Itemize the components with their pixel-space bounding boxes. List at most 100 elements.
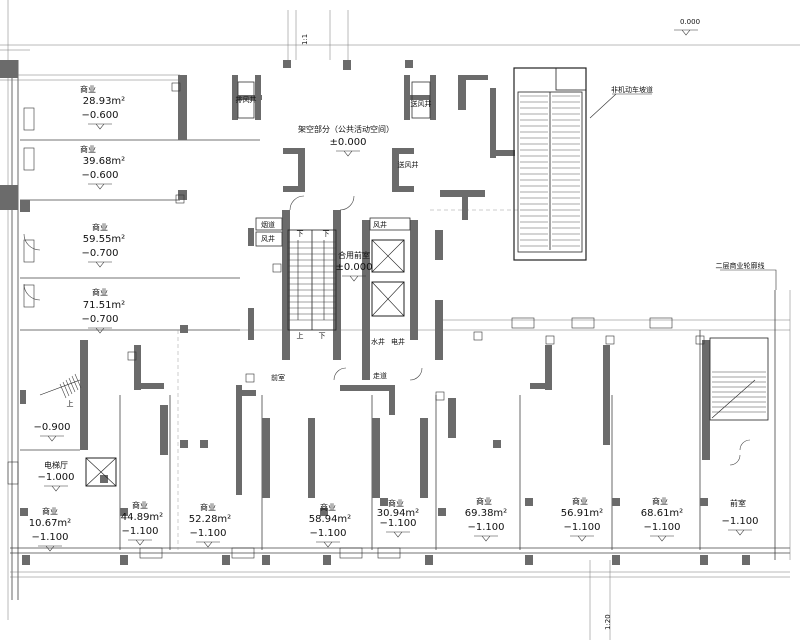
- room-4-area: 10.67m²: [29, 518, 71, 529]
- public-space-name: 架空部分（公共活动空间）: [298, 124, 394, 134]
- room-6-level: −1.100: [189, 528, 226, 539]
- room-2-level: −0.700: [81, 248, 118, 259]
- room-1-name: 商业: [80, 144, 96, 154]
- level-marker: [128, 539, 152, 546]
- east-stair: [709, 337, 769, 421]
- room-9-name: 商业: [476, 496, 492, 506]
- room-0-level: −0.600: [81, 110, 118, 121]
- elevator-hall-level: −1.000: [37, 472, 74, 483]
- room-10-level: −1.100: [563, 522, 600, 533]
- supply-shaft-label-1: 送风井: [411, 99, 432, 108]
- stair-mark-1: 下: [297, 230, 304, 238]
- room-10-area: 56.91m²: [561, 508, 603, 519]
- level-marker: [88, 123, 112, 130]
- level-marker: [674, 29, 698, 36]
- scale-top: 1:1: [301, 34, 309, 45]
- level-marker: [474, 535, 498, 542]
- level-marker: [38, 545, 62, 552]
- room-1-area: 39.68m²: [83, 156, 125, 167]
- room-1-level: −0.600: [81, 170, 118, 181]
- room-2-name: 商业: [92, 222, 108, 232]
- level-marker: [342, 275, 366, 282]
- scale-bottom: 1:20: [604, 614, 612, 630]
- pipe-well-label: 烟道: [261, 220, 275, 229]
- room-11-level: −1.100: [643, 522, 680, 533]
- central-stair: [287, 229, 337, 331]
- room-5-level: −1.100: [121, 526, 158, 537]
- elevator-hall-name: 电梯厅: [44, 460, 68, 470]
- outline-label: 二层商业轮廓线: [716, 261, 765, 270]
- room-8-name: 商业: [388, 498, 404, 508]
- walls: [0, 60, 750, 565]
- west-steps: [39, 373, 82, 399]
- room-0-area: 28.93m²: [83, 96, 125, 107]
- step-level: −0.900: [33, 422, 70, 433]
- elec-well-label: 电井: [391, 337, 405, 346]
- supply-shaft-label-2: 送风井: [398, 160, 419, 169]
- tread-line: [59, 383, 67, 399]
- room-6-area: 52.28m²: [189, 514, 231, 525]
- tread-line: [71, 375, 79, 391]
- room-9-level: −1.100: [467, 522, 504, 533]
- level-marker: [316, 541, 340, 548]
- equipment-boxes: [7, 82, 705, 559]
- room-10-name: 商业: [572, 496, 588, 506]
- level-marker: [386, 531, 410, 538]
- doors: [23, 195, 751, 466]
- leaders: [589, 93, 777, 290]
- shafts: [237, 81, 431, 247]
- room-7-area: 58.94m²: [309, 514, 351, 525]
- corridor-label: 走道: [373, 371, 387, 380]
- level-marker: [40, 435, 64, 442]
- stair-mark-3: 上: [297, 331, 304, 340]
- bicycle-ramp: [513, 67, 587, 261]
- room-2-area: 59.55m²: [83, 234, 125, 245]
- labels: 1:1 1:20 0.000 商业 28.93m² −0.600 商业 39.6…: [29, 18, 765, 630]
- room-3-name: 商业: [92, 287, 108, 297]
- room-3-area: 71.51m²: [83, 300, 125, 311]
- room-8-area: 30.94m²: [377, 508, 419, 519]
- room-5-area: 44.89m²: [121, 512, 163, 523]
- room-4-level: −1.100: [31, 532, 68, 543]
- ramp-label: 非机动车坡道: [611, 85, 653, 94]
- corner-level: 0.000: [680, 18, 700, 26]
- level-marker: [570, 535, 594, 542]
- tread-line: [68, 377, 76, 393]
- stair-up-mark: 上: [67, 399, 74, 408]
- room-6-name: 商业: [200, 502, 216, 512]
- level-symbols: [38, 29, 752, 552]
- level-marker: [88, 327, 112, 334]
- room-7-name: 商业: [320, 502, 336, 512]
- room-3-level: −0.700: [81, 314, 118, 325]
- exhaust-shaft-label: 排风井: [236, 95, 257, 104]
- level-marker: [728, 529, 752, 536]
- elevator-lobby-name: 合用前室: [338, 250, 370, 260]
- elevators: [85, 239, 405, 487]
- room-4-name: 商业: [42, 506, 58, 516]
- room-11-name: 商业: [652, 496, 668, 506]
- level-marker: [44, 485, 68, 492]
- room-5-name: 商业: [132, 500, 148, 510]
- foyer-level: −1.100: [721, 516, 758, 527]
- public-space-level: ±0.000: [329, 137, 366, 148]
- tread-line: [65, 379, 73, 395]
- room-11-area: 68.61m²: [641, 508, 683, 519]
- room-8-level: −1.100: [379, 518, 416, 529]
- room-7-level: −1.100: [309, 528, 346, 539]
- level-marker: [650, 535, 674, 542]
- tread-line: [62, 381, 70, 397]
- air-well-label-2: 风井: [373, 220, 387, 229]
- stair-mark-2: 下: [323, 230, 330, 238]
- elevator-lobby-level: ±0.000: [335, 262, 372, 273]
- stair-mark-4: 下: [319, 332, 326, 340]
- air-well-label-1: 风井: [261, 234, 275, 243]
- foyer-name: 前室: [730, 498, 746, 508]
- level-marker: [88, 183, 112, 190]
- level-marker: [336, 150, 360, 157]
- room-9-area: 69.38m²: [465, 508, 507, 519]
- vestibule-label: 前室: [271, 373, 285, 382]
- room-0-name: 商业: [80, 84, 96, 94]
- water-well-label: 水井: [371, 337, 385, 346]
- level-marker: [88, 261, 112, 268]
